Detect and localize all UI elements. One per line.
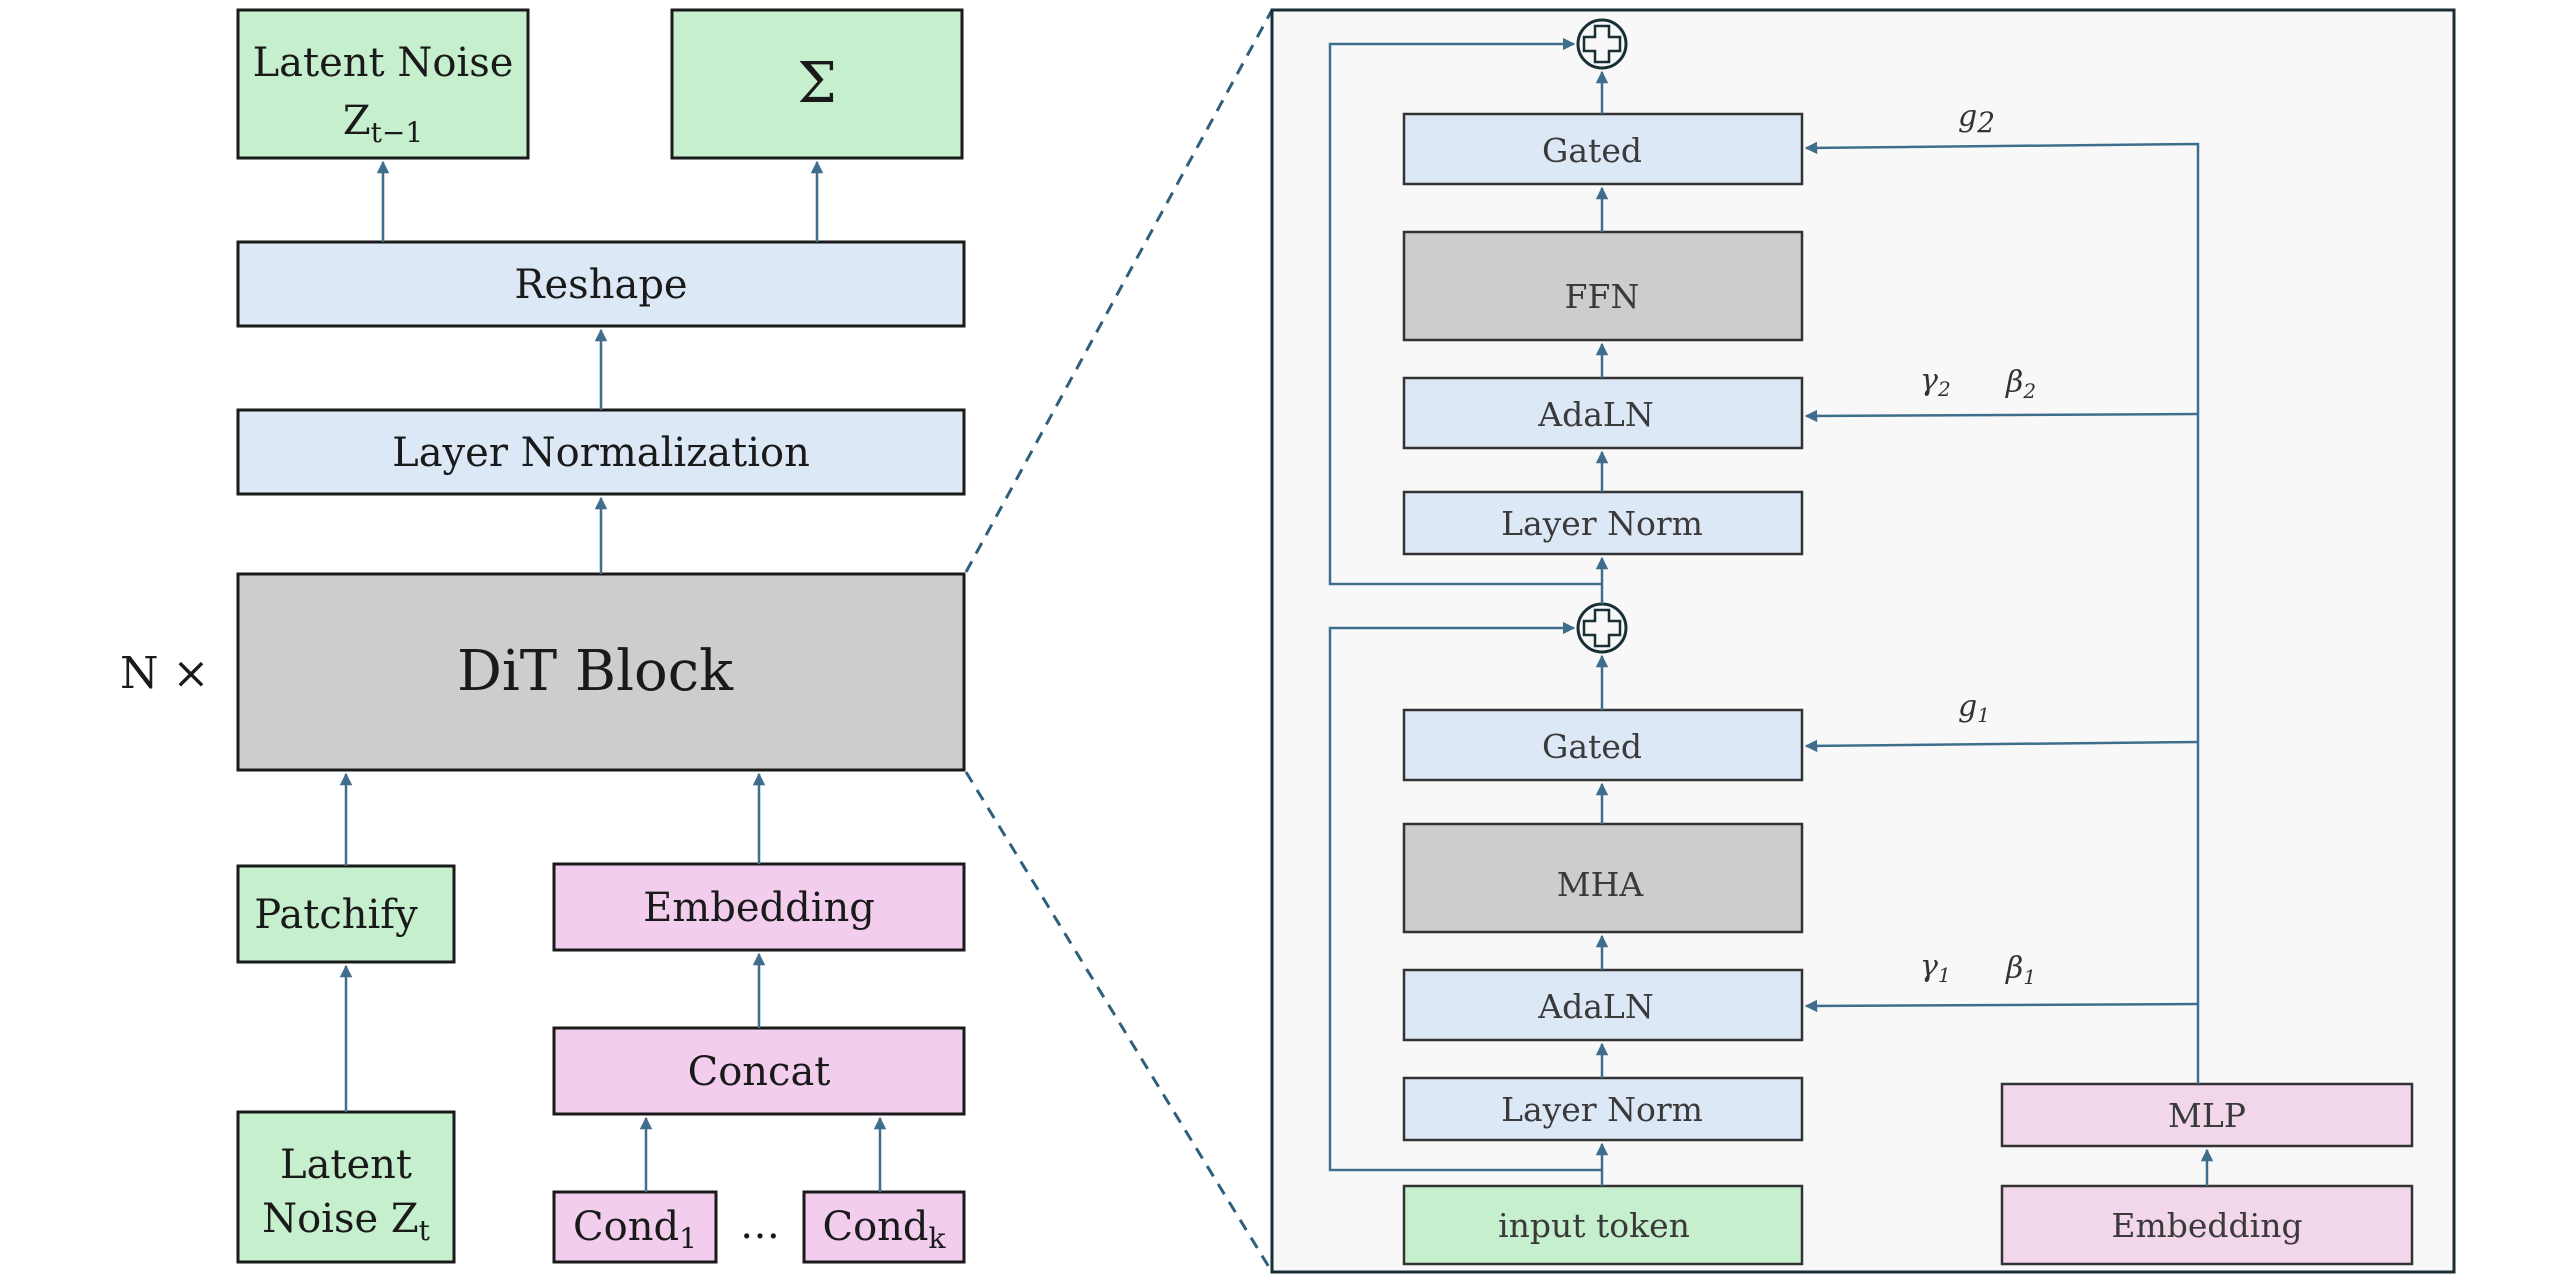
adaln-1-label: AdaLN [1537,987,1653,1026]
left-arrows [339,160,887,1192]
embedding-right-label: Embedding [2111,1206,2302,1245]
latent-noise-output-line1: Latent Noise [253,40,514,86]
g2-label: g2 [1958,99,1995,139]
latent-noise-output-node: Latent Noise Zt−1 [236,8,530,160]
mlp-to-gated1 [1804,739,2199,753]
gated-1-node: Gated [1402,708,1804,782]
gated-2-node: Gated [1402,112,1804,186]
patchify-label: Patchify [254,892,418,938]
gamma1-label: γ1 [1920,949,1951,987]
mlp-label: MLP [2168,1096,2246,1135]
concat-node: Concat [552,1026,966,1116]
gated-2-label: Gated [1542,131,1642,170]
mlp-to-adaln2 [1804,409,2199,423]
latent-noise-input-line2: Noise Zt [262,1196,431,1247]
dit-block-detail-panel: Gated FFN AdaLN Layer Norm Gated MHA Ada… [1270,8,2456,1274]
left-diagram: Latent Noise Zt−1 Σ Reshape Layer Normal… [120,8,966,1264]
cond-ellipsis: … [740,1202,780,1248]
mlp-to-gated2 [1804,141,2200,1084]
right-arrows [1328,37,2214,1186]
n-times-label: N × [120,648,209,699]
cond-1-node: Cond1 [552,1190,718,1264]
input-token-node: input token [1402,1184,1804,1266]
zoom-line-top [964,9,1274,573]
layer-normalization-label: Layer Normalization [392,430,810,476]
mlp-to-adaln1 [1804,999,2199,1013]
reshape-node: Reshape [236,240,966,328]
add-circle-top [1576,18,1628,70]
cond-k-node: Condk [802,1190,966,1264]
layer-norm-2-node: Layer Norm [1402,490,1804,556]
embedding-label: Embedding [643,885,875,931]
dit-block-label: DiT Block [457,639,734,704]
adaln-1-node: AdaLN [1402,968,1804,1042]
latent-noise-input-node: Latent Noise Zt [236,1110,456,1264]
cond-1-label: Cond1 [573,1204,697,1255]
add-circle-bottom [1576,602,1628,654]
ffn-label: FFN [1565,277,1640,316]
beta1-label: β1 [2005,951,2036,989]
zoom-lines [964,9,1274,1273]
layer-normalization-node: Layer Normalization [236,408,966,496]
patchify-node: Patchify [236,864,456,964]
adaln-2-label: AdaLN [1537,395,1653,434]
latent-noise-input-line1: Latent [280,1142,412,1188]
residual-skip-2 [1328,37,1602,586]
cond-k-label: Condk [822,1204,946,1255]
sigma-output-node: Σ [670,8,964,160]
embedding-right-node: Embedding [2000,1184,2414,1266]
gated-1-label: Gated [1542,727,1642,766]
latent-noise-output-line2: Zt−1 [343,98,423,149]
beta2-label: β2 [2005,365,2036,403]
adaln-2-node: AdaLN [1402,376,1804,450]
layer-norm-2-label: Layer Norm [1501,504,1703,543]
layer-norm-1-label: Layer Norm [1501,1090,1703,1129]
dit-block-node: DiT Block [236,572,966,772]
mlp-node: MLP [2000,1082,2414,1148]
embedding-node: Embedding [552,862,966,952]
reshape-label: Reshape [514,262,687,308]
detail-panel-frame [1270,8,2456,1274]
layer-norm-1-node: Layer Norm [1402,1076,1804,1142]
input-token-label: input token [1498,1206,1690,1245]
zoom-line-bottom [964,771,1274,1273]
sigma-symbol: Σ [797,51,837,116]
g1-label: g1 [1958,689,1990,727]
mha-node: MHA [1402,822,1804,934]
gamma2-label: γ2 [1920,363,1951,401]
ffn-node: FFN [1402,230,1804,342]
mha-label: MHA [1557,865,1645,904]
residual-skip-1 [1328,621,1602,1172]
concat-label: Concat [688,1049,831,1095]
